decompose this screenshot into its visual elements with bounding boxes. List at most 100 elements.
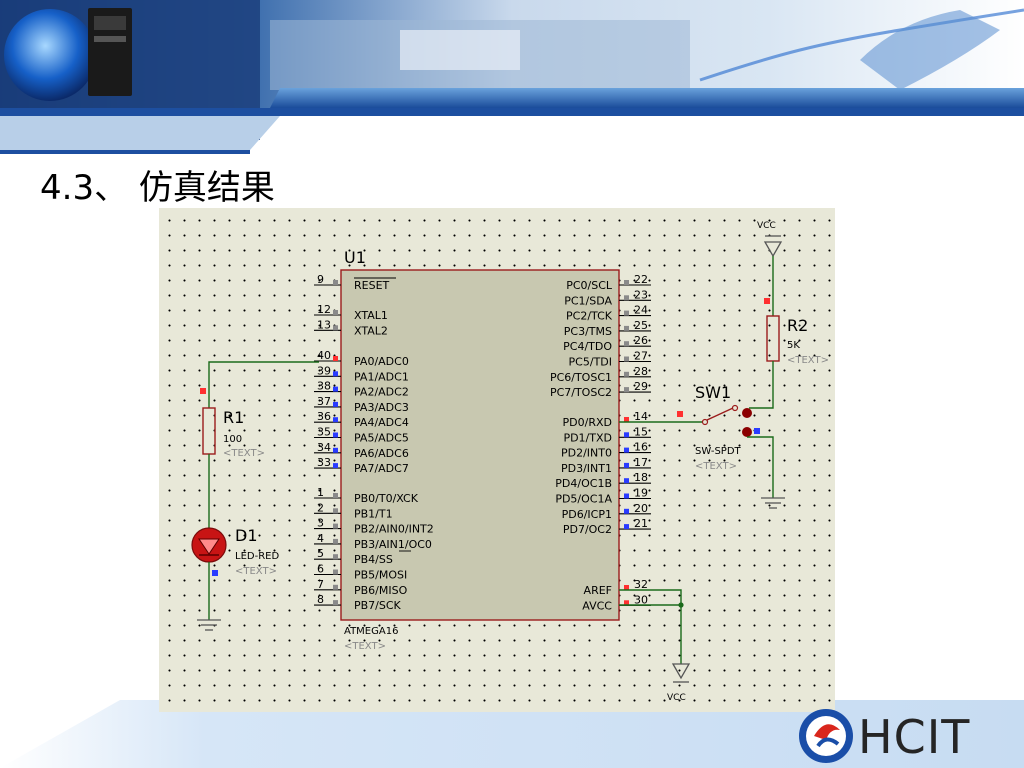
pin-number: 2 xyxy=(317,501,324,514)
pin-name: PA2/ADC2 xyxy=(354,386,409,399)
pin-name: PD0/RXD xyxy=(563,416,612,429)
pin-state-marker xyxy=(624,432,629,438)
mcu-pin-8: 8 PB7/SCK xyxy=(314,593,402,612)
pin-state-marker xyxy=(333,310,338,315)
pin-number: 34 xyxy=(317,441,331,454)
pin-state-marker xyxy=(333,356,338,361)
pin-name: PD5/OC1A xyxy=(555,493,612,506)
pin-number: 9 xyxy=(317,273,324,286)
pin-number: 27 xyxy=(634,350,648,363)
pin-name: PA1/ADC1 xyxy=(354,370,409,383)
pin-state-marker xyxy=(624,417,629,422)
pin-number: 19 xyxy=(634,487,648,500)
pin-state-marker xyxy=(624,280,629,285)
pin-state-marker xyxy=(624,387,629,393)
pin-name: PB1/T1 xyxy=(354,507,393,520)
pin-state-marker xyxy=(333,325,338,331)
pin-name: PD7/OC2 xyxy=(563,523,612,536)
d1-low-marker xyxy=(212,570,218,576)
pin-state-marker xyxy=(333,600,338,606)
pin-state-marker xyxy=(333,523,338,529)
pin-state-marker xyxy=(333,417,338,423)
pin-number: 22 xyxy=(634,273,648,286)
pin-name: PC5/TDI xyxy=(569,356,612,369)
mcu-pin-5: 5 PB4/SS xyxy=(314,547,393,566)
pin-name: PC7/TOSC2 xyxy=(550,386,612,399)
pin-number: 8 xyxy=(317,593,324,606)
pin-number: 32 xyxy=(634,578,648,591)
pin-name: PD2/INT0 xyxy=(561,447,612,460)
pin-state-marker xyxy=(333,432,338,438)
pin-state-marker xyxy=(624,478,629,484)
pin-state-marker xyxy=(624,325,629,331)
pin-number: 28 xyxy=(634,365,648,378)
sw1-ref: SW1 xyxy=(695,383,731,402)
r1-body xyxy=(202,407,216,455)
pin-number: 21 xyxy=(634,517,648,530)
mcu-pin-35: 35 PA5/ADC5 xyxy=(314,426,409,445)
pin-name: PA0/ADC0 xyxy=(354,355,409,368)
pin-name: XTAL1 xyxy=(354,309,388,322)
mcu-part: ATMEGA16 xyxy=(344,626,398,637)
mcu-pin-19: 19 PD5/OC1A xyxy=(555,487,651,506)
pin-state-marker xyxy=(333,569,338,575)
pin-state-marker xyxy=(624,295,629,301)
pin-number: 5 xyxy=(317,547,324,560)
r1-value: 100 xyxy=(223,434,242,445)
pin-number: 7 xyxy=(317,578,324,591)
pin-name: PB7/SCK xyxy=(354,599,402,612)
d1-ref: D1 xyxy=(235,526,258,545)
sw1-terminal-b xyxy=(742,427,752,437)
slide-title: 4.3、 仿真结果 xyxy=(40,168,275,208)
sw1-text: <TEXT> xyxy=(695,461,737,472)
pin-state-marker xyxy=(333,508,338,514)
pin-number: 35 xyxy=(317,426,331,439)
pin-state-marker xyxy=(624,341,629,347)
pin-number: 16 xyxy=(634,441,648,454)
sw1-lever xyxy=(706,407,734,421)
pin-name: PC3/TMS xyxy=(564,325,612,338)
footer-band xyxy=(0,700,1024,768)
sw1-common xyxy=(701,418,709,426)
r2-value: 5K xyxy=(787,340,800,351)
wire-aref xyxy=(619,589,682,606)
pin-name: PB2/AIN0/INT2 xyxy=(354,523,434,536)
pin-number: 37 xyxy=(317,395,331,408)
mcu-pin-28: 28 PC6/TOSC1 xyxy=(550,365,651,384)
pin-number: 14 xyxy=(634,410,648,423)
pin-name: PB4/SS xyxy=(354,553,393,566)
pin-name: PA5/ADC5 xyxy=(354,432,409,445)
pin-name: PC1/SDA xyxy=(564,294,612,307)
pin-name: PA3/ADC3 xyxy=(354,401,409,414)
pin-number: 24 xyxy=(634,304,648,317)
mcu-pin-21: 21 PD7/OC2 xyxy=(563,517,651,536)
mcu-pin-16: 16 PD2/INT0 xyxy=(561,441,651,460)
pin-state-marker xyxy=(624,447,629,453)
sw1-low-marker xyxy=(754,428,760,434)
hcit-emblem-icon xyxy=(799,709,853,763)
d1-value: LED-RED xyxy=(235,551,279,562)
pin-name: PC6/TOSC1 xyxy=(550,371,612,384)
hcit-logo-text: HCIT xyxy=(858,710,971,764)
r2-body xyxy=(766,315,780,362)
mcu-pin-37: 37 PA3/ADC3 xyxy=(314,395,409,414)
pin-number: 30 xyxy=(634,593,648,606)
pin-state-marker xyxy=(624,493,629,499)
pin-number: 25 xyxy=(634,319,648,332)
wire-pa0-r1 xyxy=(208,361,319,408)
